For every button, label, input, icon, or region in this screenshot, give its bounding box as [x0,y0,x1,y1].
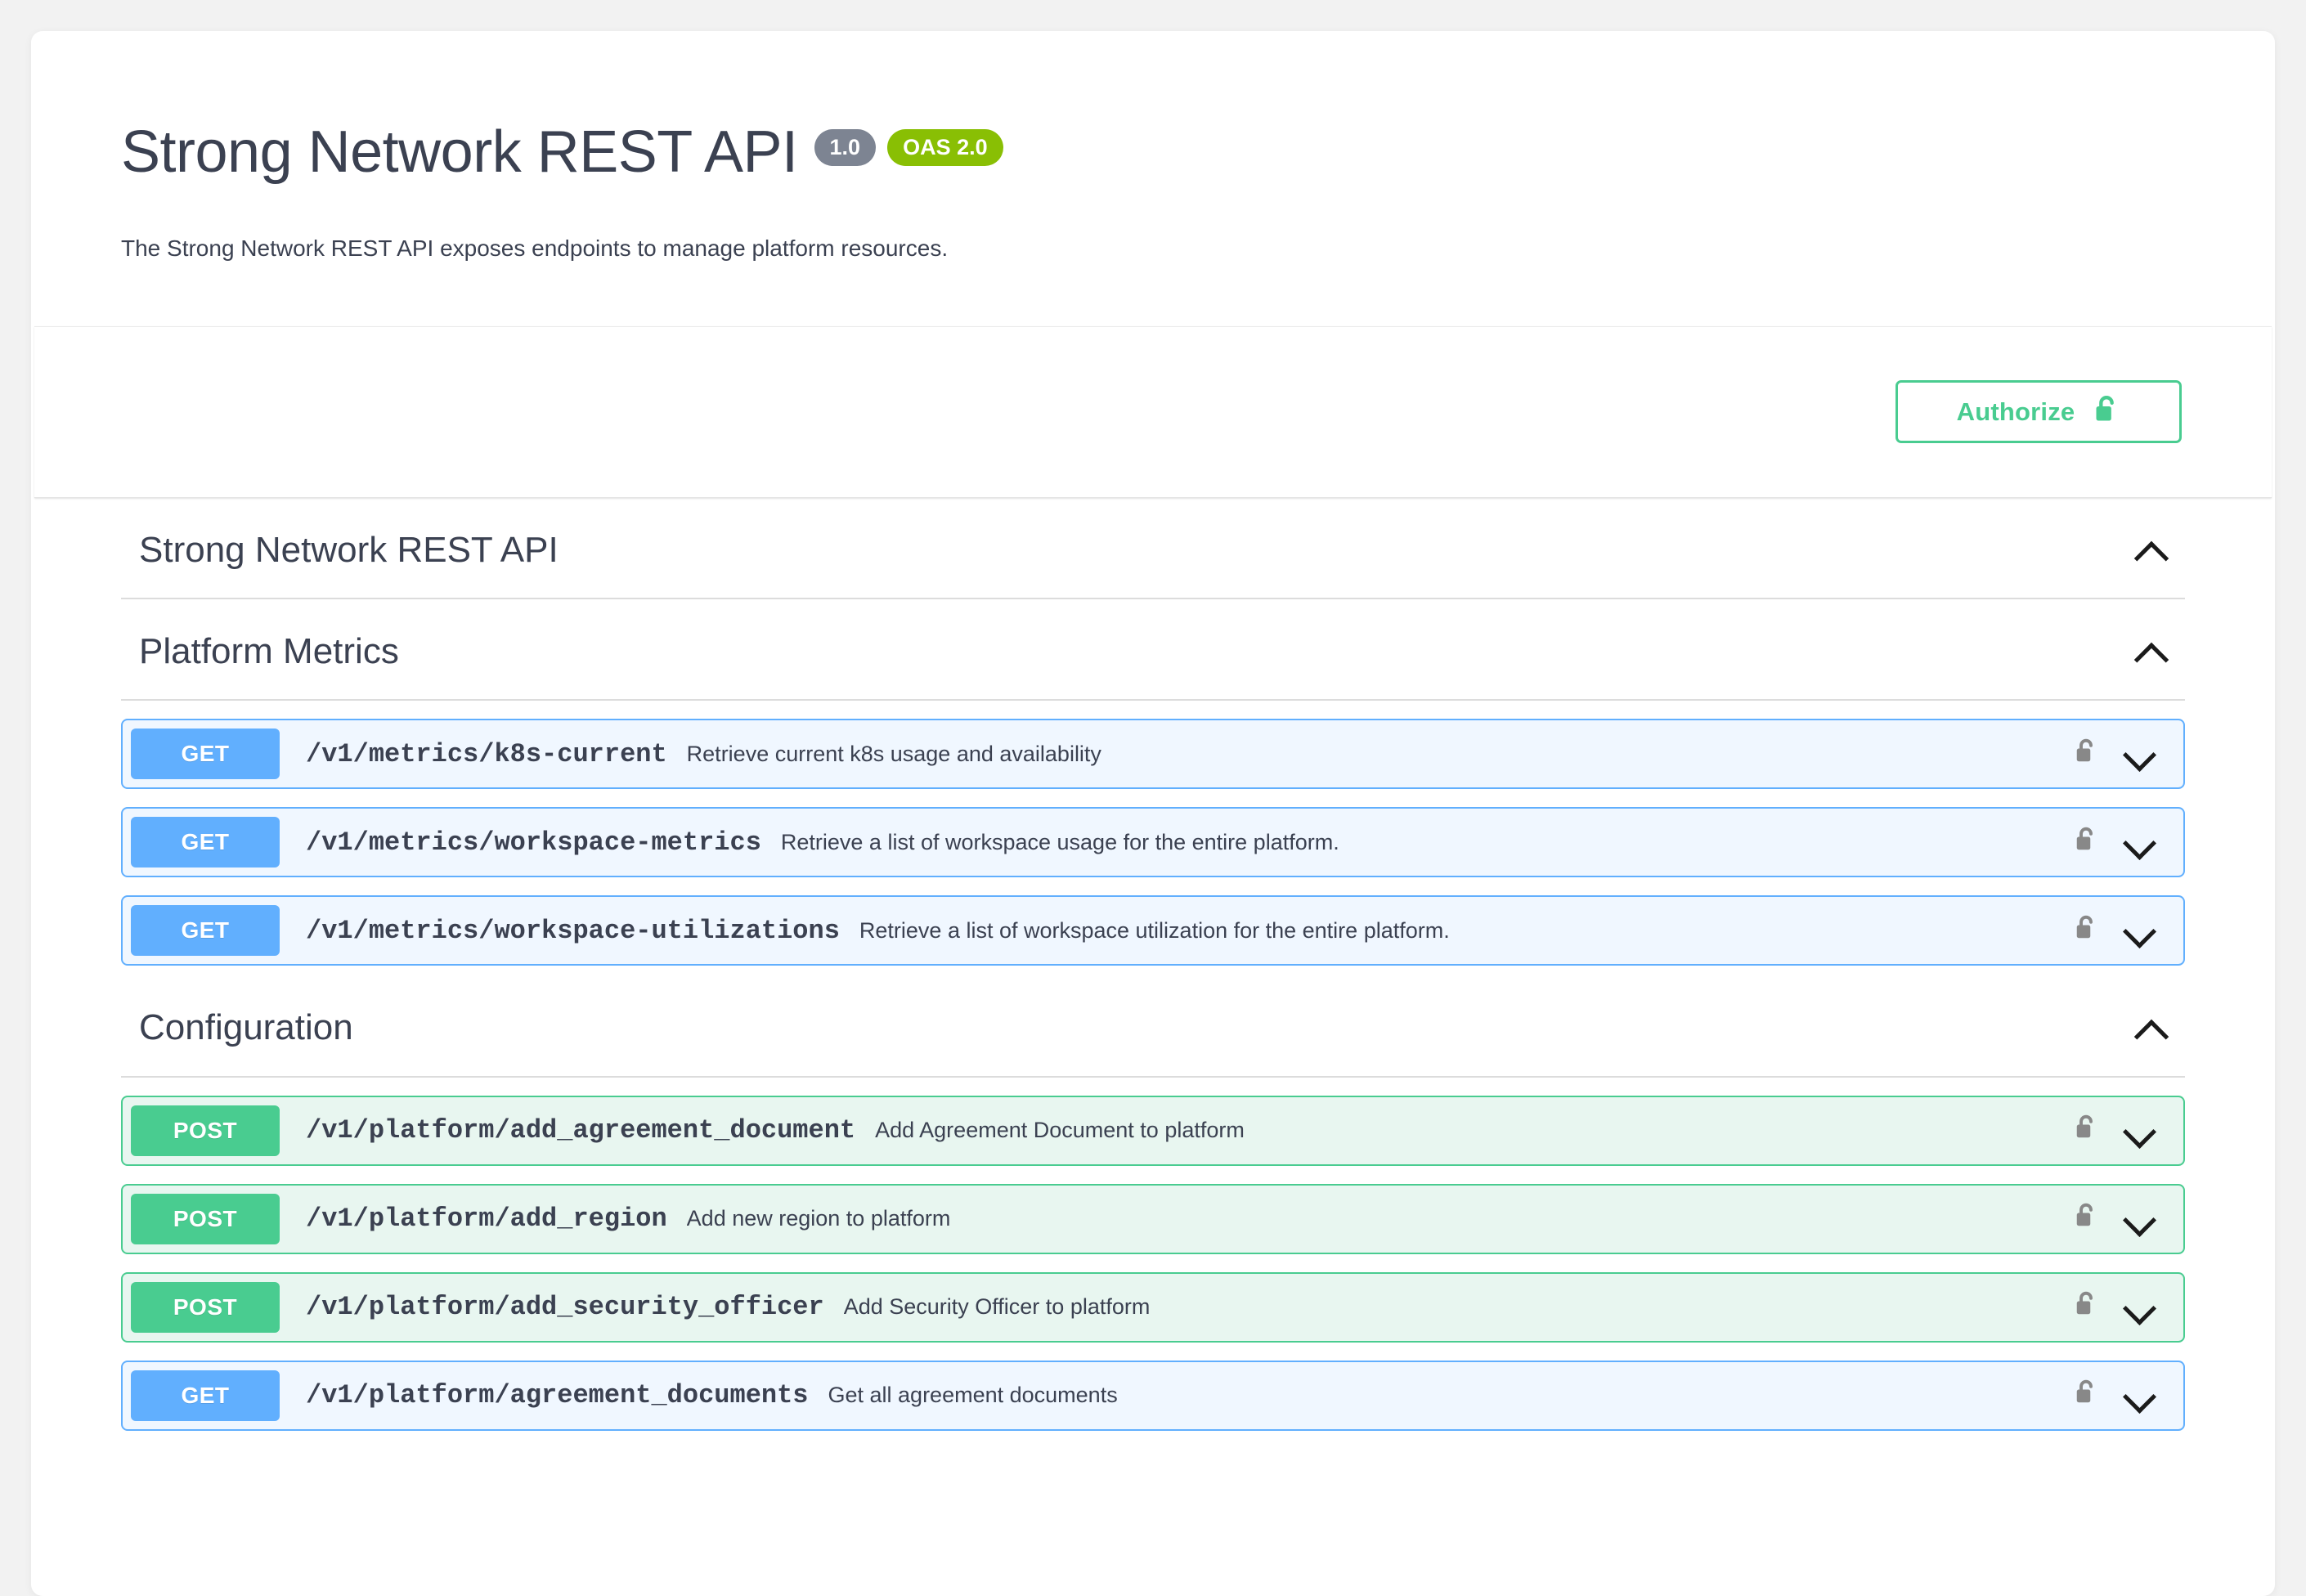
chevron-up-icon[interactable] [2134,534,2167,567]
chevron-down-icon[interactable] [2121,1202,2156,1236]
operation-controls [2074,1274,2183,1341]
operation-body: /v1/platform/add_region Add new region t… [288,1186,2074,1253]
operation-row[interactable]: POST /v1/platform/add_region Add new reg… [121,1183,2185,1254]
operation-controls [2074,809,2183,876]
api-info-block: Strong Network REST API 1.0 OAS 2.0 The … [31,31,2275,266]
api-description: The Strong Network REST API exposes endp… [121,235,949,261]
operation-body: /v1/metrics/k8s-current Retrieve current… [288,720,2074,787]
operation-summary: Retrieve current k8s usage and availabil… [686,741,1101,766]
operation-list: GET /v1/metrics/k8s-current Retrieve cur… [121,701,2185,966]
operation-controls [2074,720,2183,787]
unlock-icon[interactable] [2074,826,2098,859]
title-row: Strong Network REST API 1.0 OAS 2.0 [121,123,2185,182]
operation-controls [2074,1097,2183,1164]
chevron-down-icon[interactable] [2121,825,2156,859]
scheme-wrapper: Authorize [31,325,2275,498]
unlock-icon[interactable] [2074,914,2098,948]
operation-path: /v1/platform/add_region [306,1204,667,1235]
operation-body: /v1/platform/add_security_officer Add Se… [288,1274,2074,1341]
operation-summary: Retrieve a list of workspace utilization… [859,917,1450,943]
operation-controls [2074,1186,2183,1253]
operation-list: POST /v1/platform/add_agreement_document… [121,1078,2185,1431]
tag-sections: Strong Network REST API Platform Metrics… [31,498,2275,1431]
tag-header-configuration[interactable]: Configuration [121,984,2185,1078]
operation-path: /v1/metrics/k8s-current [306,738,667,769]
operation-body: /v1/metrics/workspace-metrics Retrieve a… [288,809,2074,876]
operation-controls [2074,1362,2183,1429]
method-badge: GET [131,817,280,868]
page-title: Strong Network REST API [121,119,798,185]
unlock-icon[interactable] [2074,1202,2098,1235]
method-badge: POST [131,1105,280,1156]
operation-path: /v1/metrics/workspace-utilizations [306,915,840,946]
operation-row[interactable]: GET /v1/platform/agreement_documents Get… [121,1360,2185,1431]
unlock-icon[interactable] [2074,1114,2098,1147]
authorize-button-label: Authorize [1956,397,2075,426]
operation-summary: Get all agreement documents [828,1383,1118,1408]
operation-body: /v1/platform/add_agreement_document Add … [288,1097,2074,1164]
method-badge: POST [131,1193,280,1244]
method-badge: GET [131,905,280,957]
operation-path: /v1/platform/add_security_officer [306,1292,824,1323]
tag-section-platform-metrics: Platform Metrics GET /v1/metrics/k8s-cur… [121,599,2185,966]
auth-wrapper: Authorize [124,380,2182,444]
tag-header-platform-metrics[interactable]: Platform Metrics [121,599,2185,702]
scheme-container: Authorize [34,325,2272,498]
chevron-down-icon[interactable] [2121,1379,2156,1413]
method-badge: POST [131,1281,280,1333]
chevron-down-icon[interactable] [2121,913,2156,948]
tag-title: Configuration [139,1007,353,1048]
unlock-icon[interactable] [2074,737,2098,771]
operation-row[interactable]: GET /v1/metrics/k8s-current Retrieve cur… [121,719,2185,790]
operation-row[interactable]: GET /v1/metrics/workspace-metrics Retrie… [121,807,2185,878]
oas-spec-badge: OAS 2.0 [887,129,1003,167]
operation-row[interactable]: GET /v1/metrics/workspace-utilizations R… [121,895,2185,966]
operation-body: /v1/metrics/workspace-utilizations Retri… [288,897,2074,964]
chevron-down-icon[interactable] [2121,737,2156,771]
tag-section-configuration: Configuration POST /v1/platform/add_agre… [121,984,2185,1431]
method-badge: GET [131,1370,280,1421]
tag-title: Strong Network REST API [139,529,559,570]
operation-summary: Add Agreement Document to platform [875,1118,1245,1143]
operation-path: /v1/platform/add_agreement_document [306,1115,856,1146]
operation-summary: Add Security Officer to platform [843,1294,1151,1320]
tag-title: Platform Metrics [139,630,399,671]
operation-row[interactable]: POST /v1/platform/add_security_officer A… [121,1271,2185,1343]
unlock-icon[interactable] [2074,1290,2098,1324]
unlock-icon [2093,394,2120,429]
operation-summary: Retrieve a list of workspace usage for t… [780,829,1339,854]
operation-summary: Add new region to platform [686,1206,951,1231]
chevron-down-icon[interactable] [2121,1114,2156,1148]
chevron-down-icon[interactable] [2121,1290,2156,1325]
version-badge: 1.0 [814,129,877,167]
chevron-up-icon[interactable] [2134,635,2167,668]
authorize-button[interactable]: Authorize [1895,380,2182,444]
method-badge: GET [131,729,280,780]
chevron-up-icon[interactable] [2134,1012,2167,1045]
operation-body: /v1/platform/agreement_documents Get all… [288,1362,2074,1429]
tag-section-root: Strong Network REST API [121,498,2185,599]
swagger-ui-card: Strong Network REST API 1.0 OAS 2.0 The … [31,31,2275,1596]
operation-controls [2074,897,2183,964]
unlock-icon[interactable] [2074,1379,2098,1412]
badge-group: 1.0 OAS 2.0 [814,129,1003,167]
operation-path: /v1/metrics/workspace-metrics [306,827,761,858]
tag-header-root[interactable]: Strong Network REST API [121,498,2185,599]
operation-row[interactable]: POST /v1/platform/add_agreement_document… [121,1095,2185,1166]
operation-path: /v1/platform/agreement_documents [306,1380,809,1411]
